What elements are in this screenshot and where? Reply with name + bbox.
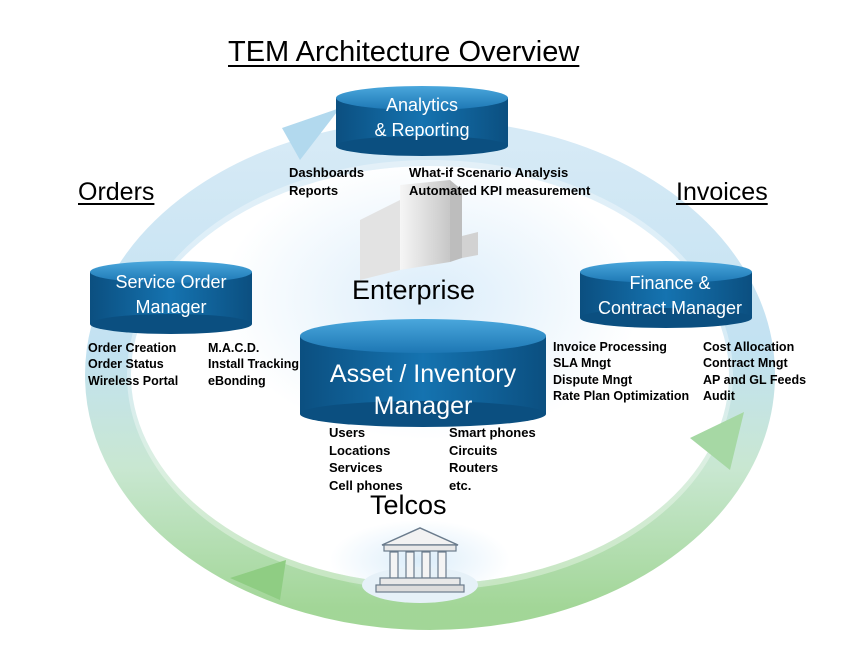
analytics-list-left: Dashboards Reports bbox=[289, 164, 364, 199]
service-order-line2: Manager bbox=[135, 297, 207, 317]
finance-cylinder bbox=[580, 261, 752, 328]
analytics-node-label: Analytics & Reporting bbox=[336, 93, 508, 143]
analytics-cylinder bbox=[336, 86, 508, 156]
list-item: SLA Mngt bbox=[553, 356, 611, 371]
diagram-title: TEM Architecture Overview bbox=[228, 36, 580, 68]
service-order-cylinder bbox=[90, 261, 252, 334]
invoices-label: Invoices bbox=[676, 178, 768, 206]
service-order-line1: Service Order bbox=[115, 272, 227, 292]
list-item: AP and GL Feeds bbox=[703, 372, 807, 387]
enterprise-label: Enterprise bbox=[352, 275, 476, 305]
list-item: Reports bbox=[289, 182, 339, 198]
list-item: Circuits bbox=[449, 442, 498, 458]
list-item: Rate Plan Optimization bbox=[553, 388, 690, 403]
list-item: Wireless Portal bbox=[88, 373, 179, 388]
list-item: Audit bbox=[703, 388, 735, 403]
finance-list-right: Cost Allocation Contract Mngt AP and GL … bbox=[703, 339, 806, 404]
arrow-head-right bbox=[690, 412, 744, 470]
list-item: Automated KPI measurement bbox=[409, 182, 591, 198]
list-item: Dispute Mngt bbox=[553, 372, 633, 387]
list-item: Services bbox=[329, 460, 383, 475]
list-item: M.A.C.D. bbox=[208, 341, 260, 355]
analytics-line2: & Reporting bbox=[374, 120, 470, 140]
analytics-list-right: What-if Scenario Analysis Automated KPI … bbox=[409, 164, 590, 199]
list-item: etc. bbox=[449, 477, 472, 493]
asset-line2: Manager bbox=[373, 392, 473, 420]
list-item: Routers bbox=[449, 460, 499, 475]
list-item: Order Creation bbox=[88, 341, 177, 355]
asset-node-label: Asset / Inventory Manager bbox=[300, 358, 546, 422]
list-item: Cell phones bbox=[329, 477, 403, 493]
list-item: Locations bbox=[329, 442, 391, 458]
asset-list-left: Users Locations Services Cell phones bbox=[329, 424, 403, 494]
list-item: Invoice Processing bbox=[553, 340, 667, 354]
asset-cylinder bbox=[300, 319, 546, 427]
arrow-head-bottom bbox=[230, 560, 286, 600]
orders-label: Orders bbox=[78, 178, 155, 206]
finance-list-left: Invoice Processing SLA Mngt Dispute Mngt… bbox=[553, 339, 689, 404]
finance-node-label: Finance & Contract Manager bbox=[570, 271, 770, 321]
asset-list-right: Smart phones Circuits Routers etc. bbox=[449, 424, 536, 494]
list-item: Contract Mngt bbox=[703, 356, 788, 371]
telcos-label: Telcos bbox=[370, 490, 447, 520]
finance-line1: Finance & bbox=[629, 273, 711, 293]
list-item: Users bbox=[329, 425, 366, 440]
list-item: Order Status bbox=[88, 357, 164, 372]
asset-line1: Asset / Inventory bbox=[329, 360, 517, 388]
arrow-head-top bbox=[282, 108, 340, 160]
finance-line2: Contract Manager bbox=[597, 298, 743, 318]
list-item: What-if Scenario Analysis bbox=[409, 165, 569, 180]
list-item: Cost Allocation bbox=[703, 340, 795, 354]
list-item: Install Tracking bbox=[208, 357, 300, 372]
list-item: Smart phones bbox=[449, 425, 536, 440]
list-item: eBonding bbox=[208, 373, 266, 388]
service-order-node-label: Service Order Manager bbox=[90, 270, 252, 320]
service-order-list-right: M.A.C.D. Install Tracking eBonding bbox=[208, 340, 299, 389]
list-item: Dashboards bbox=[289, 165, 365, 180]
service-order-list-left: Order Creation Order Status Wireless Por… bbox=[88, 340, 178, 389]
enterprise-building-icon bbox=[360, 180, 478, 280]
telcos-bank-icon bbox=[362, 527, 478, 603]
analytics-line1: Analytics bbox=[385, 95, 459, 115]
